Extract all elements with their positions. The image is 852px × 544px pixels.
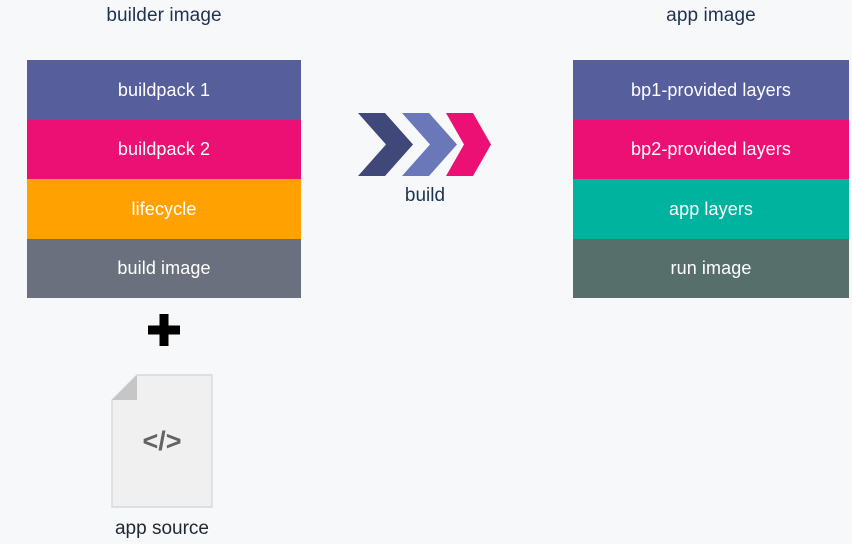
app-source-label: app source: [114, 518, 209, 539]
code-glyph: </>: [142, 426, 181, 456]
build-label: build: [404, 185, 446, 206]
layer-bp1-provided-layers: bp1-provided layers: [573, 60, 849, 120]
layer-label: lifecycle: [131, 198, 197, 219]
layer-label: run image: [670, 258, 752, 279]
app-image-title: app image: [666, 5, 756, 26]
plus-icon-shape: [148, 314, 180, 346]
layer-label: app layers: [668, 198, 754, 219]
layer-buildpack-2: buildpack 2: [27, 119, 301, 179]
layer-bp2-provided-layers: bp2-provided layers: [573, 119, 849, 179]
chevron-1-shape: [358, 113, 413, 176]
layer-buildpack-1: buildpack 1: [27, 60, 301, 120]
builder-image-stack: buildpack 1 buildpack 2 lifecycle build …: [27, 60, 301, 298]
chevron-3-shape: [446, 113, 491, 176]
chevron-2-shape: [402, 113, 457, 176]
layer-label: buildpack 1: [117, 79, 211, 100]
builder-image-title: builder image: [106, 5, 222, 26]
layer-run-image: run image: [573, 238, 849, 298]
layer-label: build image: [117, 258, 211, 279]
layer-label: bp2-provided layers: [631, 139, 791, 160]
layer-app-layers: app layers: [573, 179, 849, 239]
app-image-stack: bp1-provided layers bp2-provided layers …: [573, 60, 849, 298]
layer-label: bp1-provided layers: [631, 79, 791, 100]
layer-label: buildpack 2: [117, 139, 211, 160]
source-code-document-icon: </>: [111, 374, 213, 508]
layer-lifecycle: lifecycle: [27, 179, 301, 239]
plus-icon: [148, 314, 180, 346]
triple-chevron-arrow-icon: [355, 111, 495, 181]
document-fold-shape: [112, 375, 137, 400]
layer-build-image: build image: [27, 238, 301, 298]
